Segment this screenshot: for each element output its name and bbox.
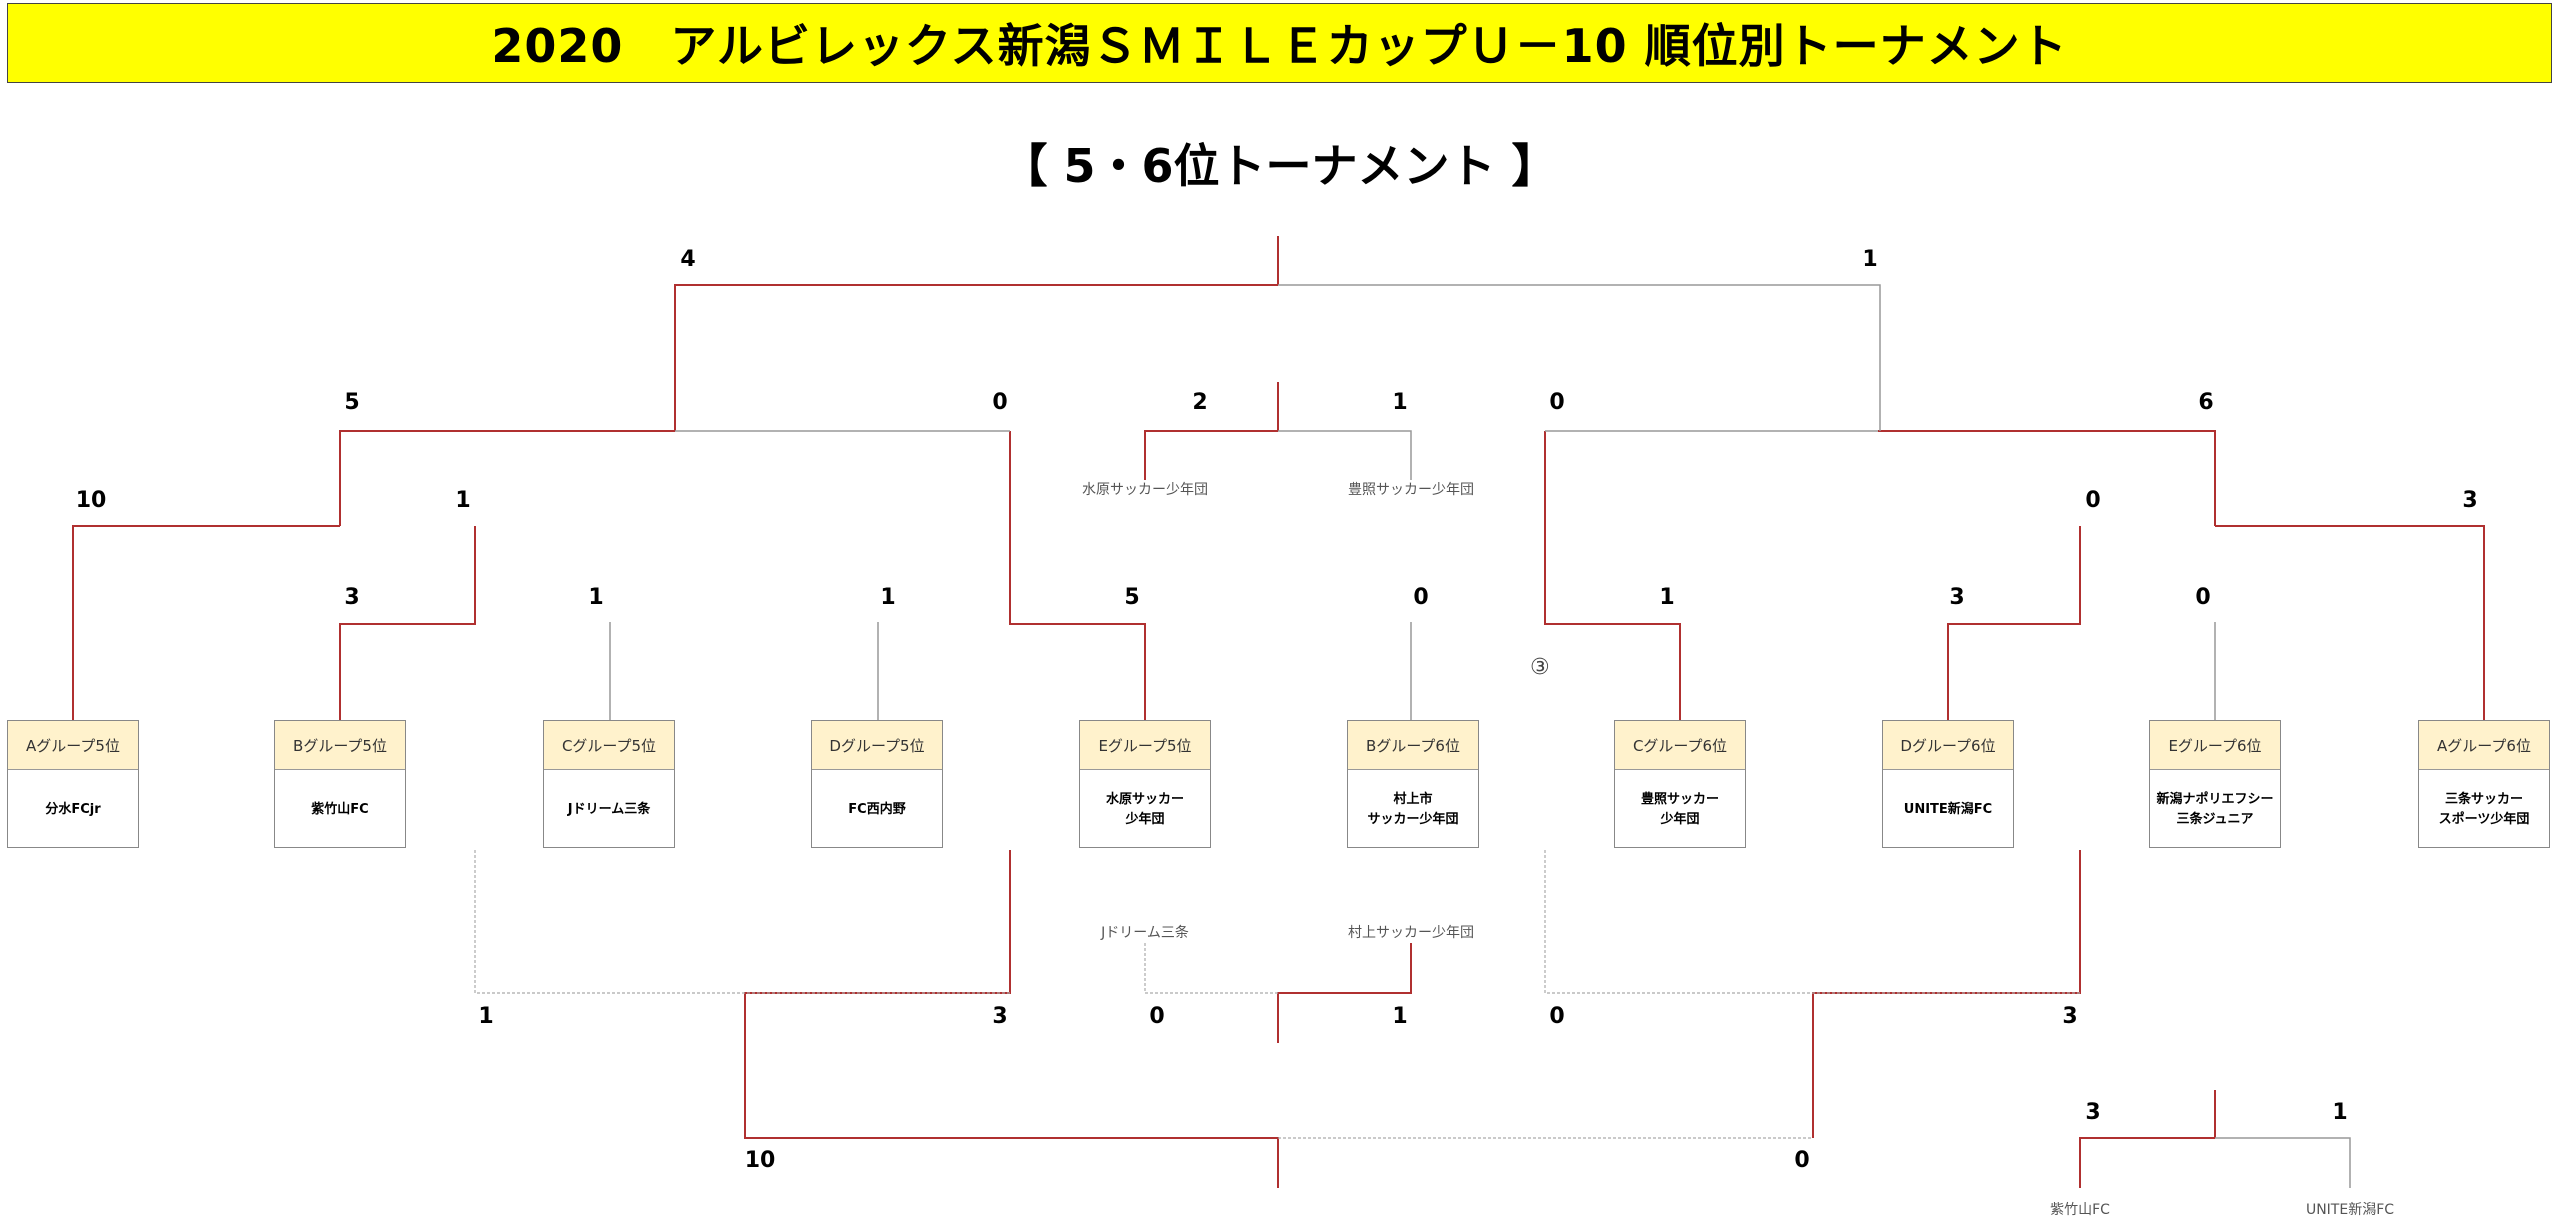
team-box: Dグループ6位 UNITE新潟FC <box>1882 720 2014 848</box>
bracket-line <box>339 526 476 720</box>
bracket-line <box>339 430 675 526</box>
bracket-line <box>1544 431 1681 720</box>
score: 1 <box>1392 1004 1408 1029</box>
group-rank-label: Cグループ5位 <box>544 721 674 770</box>
match-team-label: 豊照サッカー少年団 <box>1348 482 1474 498</box>
score: 0 <box>1549 390 1565 415</box>
team-name: FC西内野 <box>848 801 906 817</box>
score: 1 <box>880 585 896 610</box>
score: 3 <box>2462 488 2478 513</box>
team-name: 紫竹山FC <box>311 801 369 817</box>
match-team-label: 村上サッカー少年団 <box>1348 925 1474 941</box>
bracket-line <box>72 525 340 720</box>
bracket-line <box>1278 430 1412 480</box>
score: 0 <box>1149 1004 1165 1029</box>
team-name: 分水FCjr <box>45 801 101 817</box>
group-rank-label: Bグループ5位 <box>275 721 405 770</box>
group-rank-label: Bグループ6位 <box>1348 721 1478 770</box>
score: 6 <box>2198 390 2214 415</box>
score: 3 <box>344 585 360 610</box>
bracket-line <box>1278 284 1881 431</box>
group-rank-label: Eグループ6位 <box>2150 721 2280 770</box>
match-number-marker: ③ <box>1530 655 1550 680</box>
score: 0 <box>2195 585 2211 610</box>
group-rank-label: Dグループ5位 <box>812 721 942 770</box>
score: 1 <box>2332 1100 2348 1125</box>
page-header: 2020 アルビレックス新潟ＳＭＩＬＥカップＵ－10 順位別トーナメント <box>7 3 2552 83</box>
team-name: 豊照サッカー 少年団 <box>1640 791 1719 827</box>
match-team-label: 水原サッカー少年団 <box>1082 482 1208 498</box>
score: 1 <box>455 488 471 513</box>
score: 2 <box>1192 390 1208 415</box>
bracket-line <box>1544 850 2080 994</box>
team-box: Aグループ6位 三条サッカー スポーツ少年団 <box>2418 720 2550 848</box>
bracket-line <box>1812 850 2081 1138</box>
group-rank-label: Dグループ6位 <box>1883 721 2013 770</box>
bracket-line <box>1144 430 1278 480</box>
group-rank-label: Aグループ5位 <box>8 721 138 770</box>
score: 3 <box>2062 1004 2078 1029</box>
page-title: 2020 アルビレックス新潟ＳＭＩＬＥカップＵ－10 順位別トーナメント <box>491 19 2068 73</box>
score: 1 <box>1659 585 1675 610</box>
score: 1 <box>1862 247 1878 272</box>
team-box: Bグループ5位 紫竹山FC <box>274 720 406 848</box>
team-box: Cグループ6位 豊照サッカー 少年団 <box>1614 720 1746 848</box>
score: 3 <box>992 1004 1008 1029</box>
bracket-line <box>1947 526 2081 720</box>
group-rank-label: Aグループ6位 <box>2419 721 2549 770</box>
bracket-line <box>1144 943 1278 994</box>
score: 5 <box>1124 585 1140 610</box>
score: 1 <box>1392 390 1408 415</box>
score: 0 <box>1549 1004 1565 1029</box>
bracket-line <box>1009 431 1146 720</box>
winner-lines <box>72 236 2485 1188</box>
match-team-label: UNITE新潟FC <box>2305 1202 2395 1218</box>
match-team-label: Jドリーム三条 <box>1101 925 1189 941</box>
team-name: Jドリーム三条 <box>567 801 651 817</box>
bracket-line <box>2215 525 2485 720</box>
dotted-lines <box>474 850 2080 1139</box>
team-name: UNITE新潟FC <box>1903 801 1993 817</box>
team-name: 村上市 サッカー少年団 <box>1367 791 1459 827</box>
bracket-line <box>744 850 1279 1188</box>
bracket-line <box>2215 1137 2351 1188</box>
team-box: Cグループ5位 Jドリーム三条 <box>543 720 675 848</box>
bracket-line <box>474 850 1010 994</box>
bracket-line <box>1277 943 1412 1043</box>
score: 4 <box>680 247 696 272</box>
bracket-line <box>1878 430 2216 526</box>
match-team-label: 紫竹山FC <box>2050 1202 2110 1218</box>
score: 3 <box>1949 585 1965 610</box>
group-rank-label: Cグループ6位 <box>1615 721 1745 770</box>
score: 1 <box>588 585 604 610</box>
score: 10 <box>744 1148 776 1173</box>
score: 0 <box>1794 1148 1810 1173</box>
bracket-line <box>2079 1137 2215 1188</box>
team-box: Eグループ6位 新潟ナポリエフシー 三条ジュニア <box>2149 720 2281 848</box>
team-name: 水原サッカー 少年団 <box>1105 791 1184 827</box>
score: 5 <box>344 390 360 415</box>
score: 3 <box>2085 1100 2101 1125</box>
score: 10 <box>75 488 107 513</box>
loser-lines <box>609 284 2351 1188</box>
score: 1 <box>478 1004 494 1029</box>
score: 0 <box>992 390 1008 415</box>
tournament-subtitle: 【 5・6位トーナメント 】 <box>1001 139 1558 193</box>
bracket-line <box>674 284 1278 431</box>
group-rank-label: Eグループ5位 <box>1080 721 1210 770</box>
team-box: Aグループ5位 分水FCjr <box>7 720 139 848</box>
team-name: 新潟ナポリエフシー 三条ジュニア <box>2156 791 2274 827</box>
team-name: 三条サッカー スポーツ少年団 <box>2438 791 2530 827</box>
score: 0 <box>2085 488 2101 513</box>
team-box: Dグループ5位 FC西内野 <box>811 720 943 848</box>
team-box: Eグループ5位 水原サッカー 少年団 <box>1079 720 1211 848</box>
team-box: Bグループ6位 村上市 サッカー少年団 <box>1347 720 1479 848</box>
score: 0 <box>1413 585 1429 610</box>
